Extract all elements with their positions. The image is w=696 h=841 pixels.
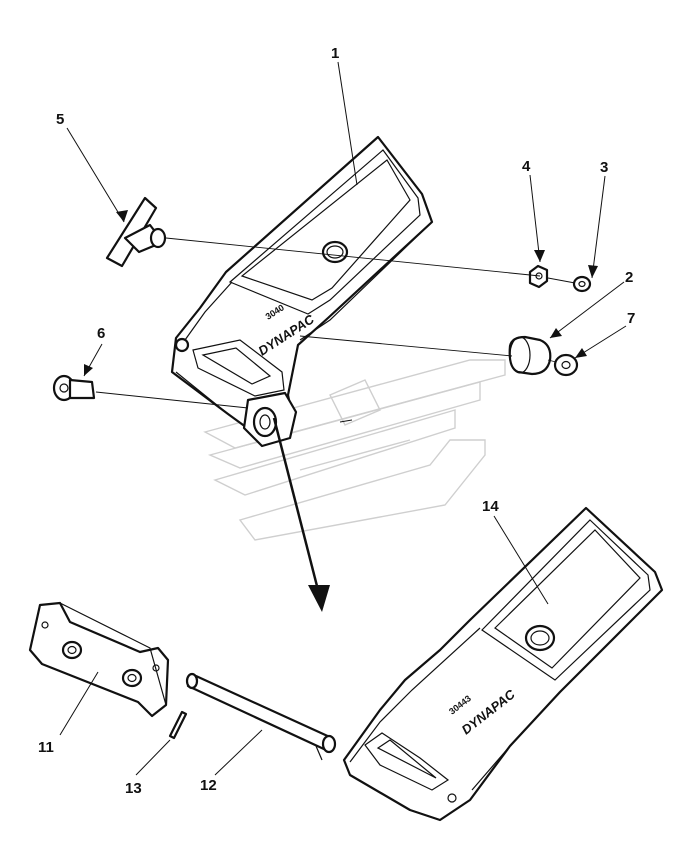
callout-11: 11 <box>38 739 54 756</box>
callout-6: 6 <box>97 325 105 342</box>
upper-bracket-body <box>170 135 434 432</box>
part-12-pin <box>185 672 337 761</box>
callout-2: 2 <box>625 269 633 286</box>
callout-3: 3 <box>600 159 608 176</box>
callout-7: 7 <box>627 310 635 327</box>
callout-13: 13 <box>125 780 142 797</box>
callout-14: 14 <box>482 498 499 515</box>
lower-bracket-hole <box>524 624 556 652</box>
leader-lines <box>59 61 627 776</box>
upper-bracket-hole <box>321 240 349 264</box>
callout-4: 4 <box>522 158 531 175</box>
part-2-bumper <box>508 335 552 376</box>
alignment-lines <box>95 237 576 423</box>
watermark-logo <box>203 359 506 541</box>
part-14-lower-bracket: DYNAPAC 30443 <box>342 506 664 822</box>
part-5-t-screw <box>105 196 167 268</box>
part-13-split-pin <box>168 710 188 740</box>
callout-12: 12 <box>200 777 217 794</box>
explode-arrow <box>272 417 330 612</box>
part-3-washer <box>572 275 592 293</box>
part-7-washer <box>553 353 579 377</box>
callout-labels: 1 2 3 4 5 6 7 11 12 13 14 <box>38 45 635 797</box>
callout-1: 1 <box>331 45 339 62</box>
part-11-hinge-plate <box>28 601 170 718</box>
part-6-bolt <box>52 374 96 402</box>
part-4-nut <box>528 264 549 289</box>
callout-5: 5 <box>56 111 64 128</box>
upper-bracket-assembly: DYNAPAC 3040 <box>170 135 434 448</box>
